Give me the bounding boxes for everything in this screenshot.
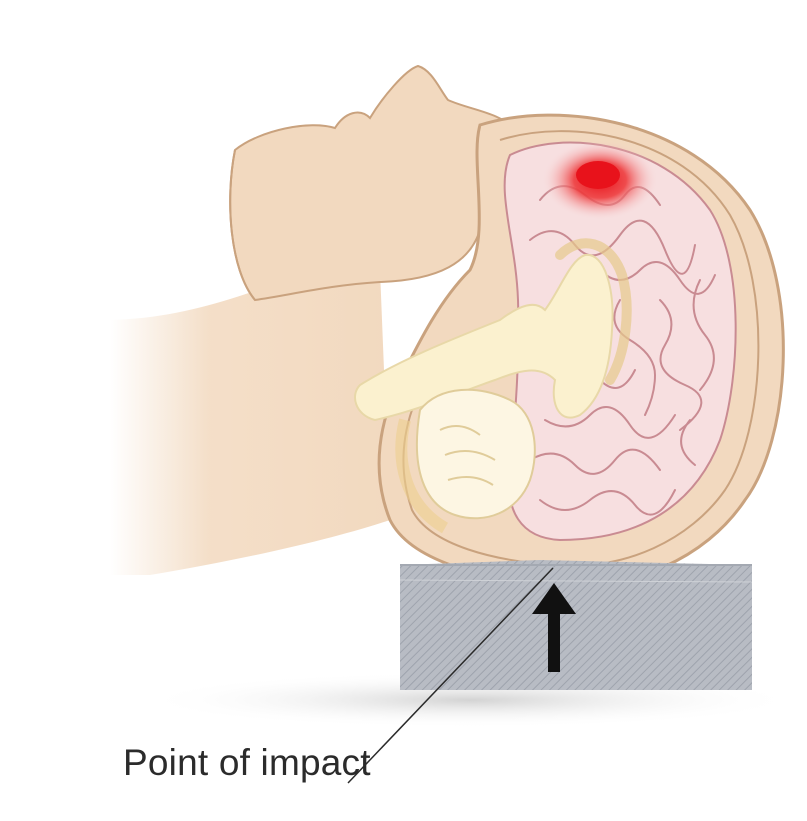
impact-surface xyxy=(400,560,752,690)
point-of-impact-label: Point of impact xyxy=(123,742,371,784)
